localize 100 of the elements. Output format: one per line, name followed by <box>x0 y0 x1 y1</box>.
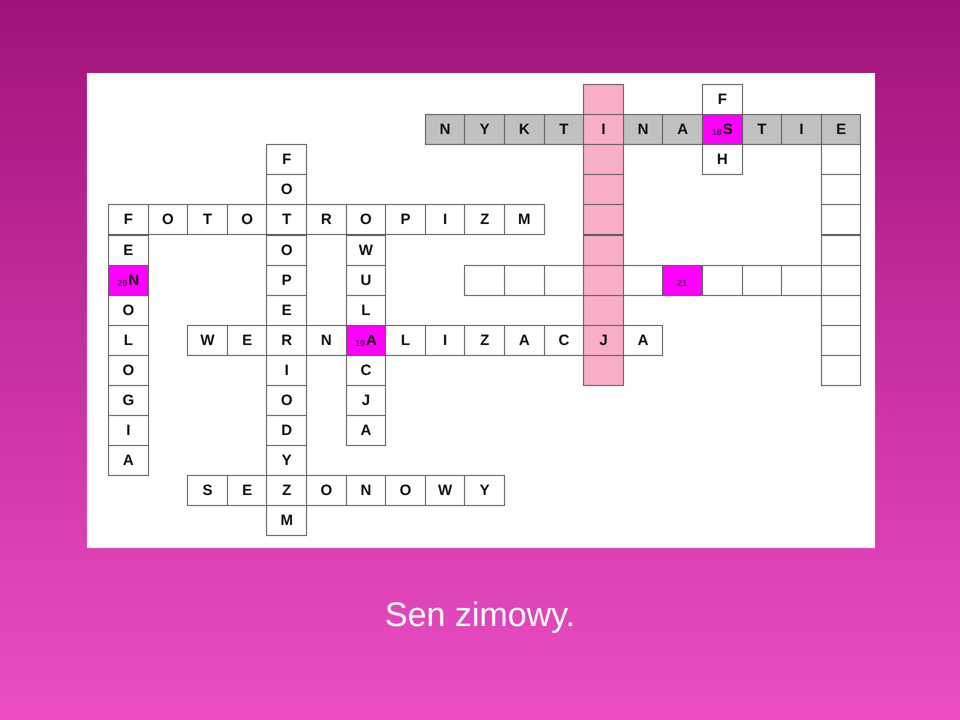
crossword-cell <box>346 264 386 296</box>
crossword-cell <box>583 294 624 326</box>
cell-letter: A <box>677 122 688 138</box>
crossword-cell <box>266 354 307 386</box>
crossword-cell <box>266 264 307 296</box>
cell-letter: L <box>124 332 133 348</box>
cell-letter: Z <box>480 212 490 228</box>
crossword-cell <box>306 204 347 236</box>
clue-number: 19 <box>354 338 365 348</box>
crossword-cell <box>662 264 703 296</box>
crossword-cell <box>702 264 743 296</box>
crossword-cell <box>464 264 505 296</box>
crossword-cell <box>108 445 149 476</box>
crossword-cell <box>544 114 584 146</box>
crossword-cell <box>583 234 624 266</box>
cell-letter: O <box>280 242 293 258</box>
cell-letter: A <box>360 423 372 438</box>
crossword-cell <box>346 324 386 356</box>
cell-letter: W <box>200 332 215 348</box>
crossword-cell <box>266 174 307 206</box>
cell-letter: T <box>282 212 292 228</box>
cell-letter: K <box>518 122 530 138</box>
crossword-cell <box>781 114 822 146</box>
crossword-cell <box>108 234 149 266</box>
cell-letter: E <box>123 242 134 258</box>
crossword-cell <box>583 84 624 116</box>
cell-letter: P <box>400 212 410 228</box>
cell-letter: N <box>360 483 372 498</box>
cell-letter: U <box>360 272 372 288</box>
cell-letter: N <box>128 272 140 288</box>
cell-letter: H <box>716 152 728 168</box>
crossword-cell <box>820 114 862 146</box>
crossword-cell <box>226 324 268 356</box>
cell-letter: I <box>601 122 606 138</box>
crossword-cell <box>662 114 703 146</box>
crossword-cell <box>226 204 268 236</box>
cell-letter: A <box>366 332 377 348</box>
cell-letter: A <box>122 453 134 468</box>
crossword-cell <box>544 324 584 356</box>
crossword-cell <box>504 264 545 296</box>
crossword-cell <box>583 174 624 206</box>
crossword-cell <box>306 475 347 506</box>
cell-letter: I <box>284 362 289 378</box>
crossword-cell <box>346 234 386 266</box>
crossword-cell <box>820 234 862 266</box>
crossword-cell <box>464 114 505 146</box>
crossword-cell <box>504 324 545 356</box>
cell-letter: C <box>360 362 372 378</box>
cell-letter: T <box>202 212 212 228</box>
crossword-cell <box>108 204 149 236</box>
crossword-cell <box>266 144 307 176</box>
crossword-cell <box>385 204 426 236</box>
crossword-cell <box>820 324 862 356</box>
crossword-cell <box>622 324 664 356</box>
cell-letter: O <box>162 212 174 228</box>
crossword-cell <box>464 324 505 356</box>
cell-letter: O <box>360 212 372 228</box>
cell-letter: F <box>124 212 133 228</box>
cell-letter: O <box>400 483 412 498</box>
crossword-cell <box>346 385 386 416</box>
cell-letter: E <box>282 302 292 318</box>
cell-letter: O <box>241 212 253 228</box>
cell-letter: T <box>559 122 568 138</box>
crossword-cell <box>306 324 347 356</box>
cell-letter: R <box>320 212 332 228</box>
crossword-cell <box>108 354 149 386</box>
crossword-cell <box>820 174 862 206</box>
crossword-cell <box>702 144 743 176</box>
crossword-cell <box>108 324 149 356</box>
crossword-cell <box>346 475 386 506</box>
cell-letter: I <box>443 212 448 228</box>
cell-letter: R <box>281 332 292 348</box>
cell-letter: I <box>443 332 448 348</box>
crossword-cell <box>424 114 466 146</box>
cell-letter: N <box>638 122 649 138</box>
crossword-cell <box>820 204 862 236</box>
cell-letter: Z <box>282 483 292 498</box>
cell-letter: A <box>518 332 530 348</box>
crossword-cell <box>544 264 584 296</box>
cell-letter: F <box>282 152 292 168</box>
cell-letter: M <box>280 513 293 528</box>
cell-letter: J <box>362 393 370 408</box>
crossword-cell <box>583 264 624 296</box>
crossword-cell <box>108 385 149 416</box>
cell-letter: M <box>518 212 531 228</box>
crossword-cell <box>226 475 268 506</box>
cell-letter: P <box>282 272 292 288</box>
crossword-cell <box>583 114 624 146</box>
cell-letter: W <box>358 242 373 258</box>
crossword-cell <box>424 204 466 236</box>
cell-letter: L <box>361 302 370 318</box>
crossword-cell <box>108 294 149 326</box>
cell-letter: Y <box>480 483 490 498</box>
crossword-cell <box>187 204 228 236</box>
crossword-cell <box>820 144 862 176</box>
cell-letter: A <box>638 332 649 348</box>
crossword-cell <box>702 84 743 116</box>
crossword-cell <box>148 204 188 236</box>
crossword-cell <box>742 264 782 296</box>
crossword-cell <box>742 114 782 146</box>
